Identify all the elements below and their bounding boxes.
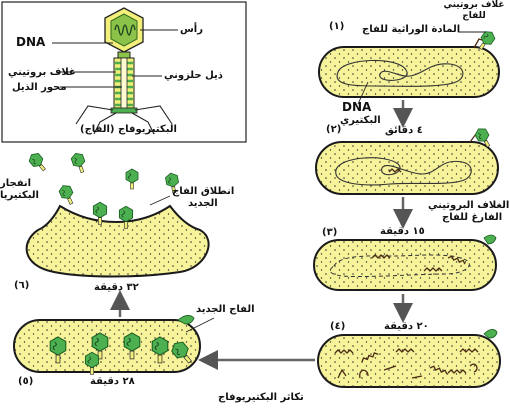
stage4-time: ٢٠ دقيقة [384, 321, 429, 332]
label-bacterial-dna-1: DNA [342, 102, 371, 113]
label-release-1: انطلاق الفاج [172, 186, 234, 197]
label-empty-coat-2: الفارغ للفاج [442, 212, 502, 223]
label-release-2: الجديد [188, 198, 218, 209]
stage4-number: (٤) [330, 321, 345, 332]
label-dna: DNA [16, 37, 45, 48]
phage-head-inner [111, 14, 137, 46]
label-phage-genetic-material: المادة الوراثية للفاج [362, 24, 460, 35]
stage2-number: (٢) [326, 124, 341, 135]
stage2-time: ٤ دقائق [385, 125, 423, 136]
label-burst-2: البكتيريا [0, 190, 39, 201]
label-protein-coat: غلاف بروتيني [8, 67, 76, 78]
stage5-number: (٥) [18, 376, 33, 387]
phage-caption: البكتيريوفاج (الفاج) [80, 124, 177, 135]
stage3-time: ١٥ دقيقة [380, 226, 425, 237]
stage6-number: (٦) [14, 280, 29, 291]
stage3-number: (٣) [322, 227, 337, 238]
label-bacterial-dna-2: البكتيري [340, 115, 381, 126]
label-helical-tail: ذيل حلزوني [164, 70, 223, 81]
label-empty-coat-1: الغلاف البروتيني [428, 200, 509, 211]
stage3-empty-coat [484, 235, 496, 244]
label-head: رأس [180, 24, 203, 35]
stage6-time: ٣٢ دقيقة [94, 282, 139, 293]
label-phage-replication: تكاثر البكتيريوفاج [218, 392, 304, 403]
label-tail-axis: محور الذيل [12, 82, 67, 93]
label-new-phage: الفاج الجديد [196, 304, 255, 315]
phage-tail-core [121, 58, 127, 110]
label-phage-protein-coat: غلاف بروتيني للفاج [440, 0, 508, 22]
stage5-time: ٢٨ دقيقة [90, 376, 135, 387]
label-burst-1: انفجار [0, 178, 31, 189]
stage1-number: (١) [329, 21, 344, 32]
